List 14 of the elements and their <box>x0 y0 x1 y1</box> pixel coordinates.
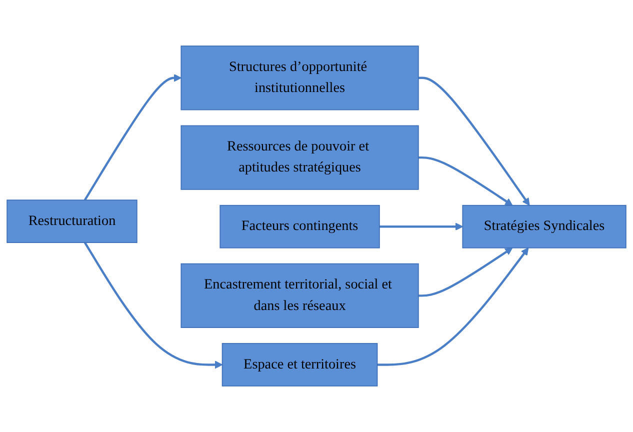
node-box: Ressources de pouvoir et aptitudes stratégiques <box>180 125 419 190</box>
arrow <box>418 156 513 206</box>
node-box: Encastrement territorial, social et dans les réseaux <box>180 263 419 328</box>
arrow <box>418 76 530 206</box>
node-box: Facteurs contingents <box>220 204 380 248</box>
arrow <box>84 74 182 201</box>
arrow <box>377 248 529 366</box>
node-box: Restructuration <box>6 200 138 243</box>
arrow <box>418 248 513 297</box>
arrow <box>379 222 464 231</box>
node-box: Structures d’opportunité institutionnelles <box>180 46 419 110</box>
arrow <box>84 242 223 369</box>
node-box: Stratégies Syndicales <box>462 204 626 248</box>
node-box: Espace et territoires <box>222 343 378 386</box>
